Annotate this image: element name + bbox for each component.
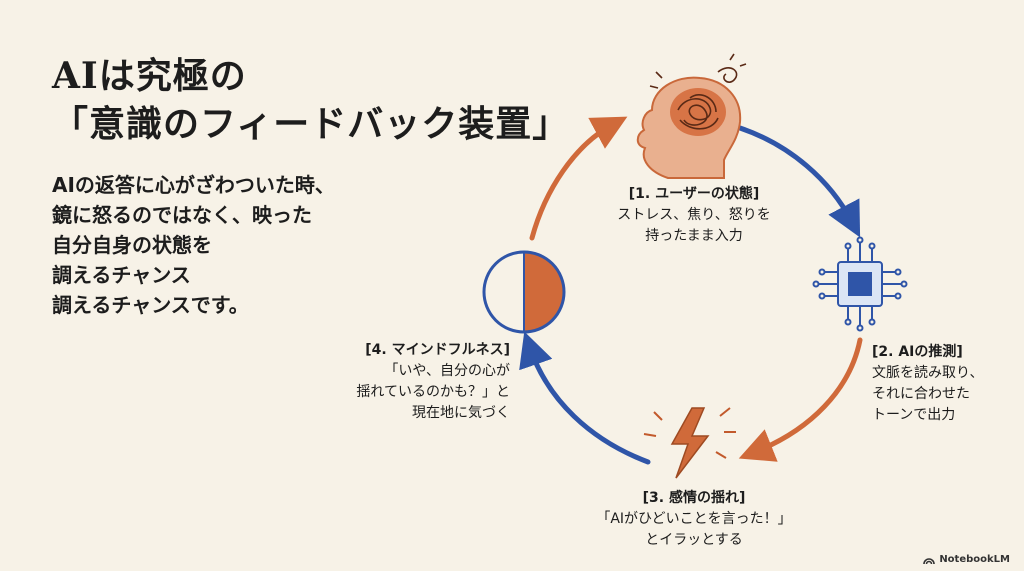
arrow-user-to-ai — [737, 125, 861, 238]
body-line-3: 自分自身の状態を — [52, 233, 212, 257]
step-3-line-2: とイラッとする — [645, 532, 743, 548]
half-moon-circle-icon — [482, 250, 566, 334]
step-4-line-3: 現在地に気づく — [412, 405, 510, 421]
brand-label: NotebookLM — [939, 554, 1010, 565]
body-line-4: 調えるチャンス — [52, 263, 191, 287]
title-block: AIは究極の 「意識のフィードバック装置」 — [52, 52, 569, 148]
cpu-chip-icon — [812, 236, 908, 332]
body-line-1: AIの返答に心がざわついた時、 — [52, 173, 335, 197]
body-line-5: 調えるチャンスです。 — [52, 293, 249, 317]
notebooklm-logo-icon — [923, 557, 936, 564]
lightning-bolt-icon — [643, 407, 736, 479]
step-1-line-1: ストレス、焦り、怒りを — [617, 207, 771, 223]
arrow-ai-to-emotion — [738, 337, 863, 462]
step-2-line-3: トーンで出力 — [872, 407, 956, 423]
step-1-label: [1. ユーザーの状態] ストレス、焦り、怒りを 持ったまま入力 — [594, 184, 794, 247]
arrow-emotion-to-mindfulness — [519, 331, 651, 465]
step-1-heading: [1. ユーザーの状態] — [628, 186, 760, 202]
tangled-brain-head-icon — [636, 53, 747, 179]
step-4-label: [4. マインドフルネス] 「いや、自分の心が 揺れているのかも？」と 現在地に… — [330, 340, 510, 424]
step-1-line-2: 持ったまま入力 — [645, 228, 743, 244]
step-3-label: [3. 感情の揺れ] 「AIがひどいことを言った！」 とイラッとする — [584, 488, 804, 551]
body-text: AIの返答に心がざわついた時、 鏡に怒るのではなく、映った 自分自身の状態を 調… — [52, 170, 335, 320]
step-4-heading: [4. マインドフルネス] — [365, 342, 510, 358]
step-3-line-1: 「AIがひどいことを言った！」 — [596, 511, 792, 527]
step-4-line-1: 「いや、自分の心が — [384, 363, 510, 379]
step-2-line-1: 文脈を読み取り、 — [872, 365, 984, 381]
step-3-heading: [3. 感情の揺れ] — [642, 490, 746, 506]
step-2-line-2: それに合わせた — [872, 386, 970, 402]
title-line-2: 「意識のフィードバック装置」 — [52, 103, 570, 145]
body-line-2: 鏡に怒るのではなく、映った — [52, 203, 312, 227]
brand-watermark: NotebookLM — [923, 554, 1010, 565]
arrow-mindfulness-to-user — [529, 116, 628, 241]
step-4-line-2: 揺れているのかも？」と — [356, 384, 510, 400]
title-line-1: AIは究極の — [52, 55, 247, 97]
step-2-label: [2. AIの推測] 文脈を読み取り、 それに合わせた トーンで出力 — [872, 342, 1012, 426]
step-2-heading: [2. AIの推測] — [872, 344, 963, 360]
